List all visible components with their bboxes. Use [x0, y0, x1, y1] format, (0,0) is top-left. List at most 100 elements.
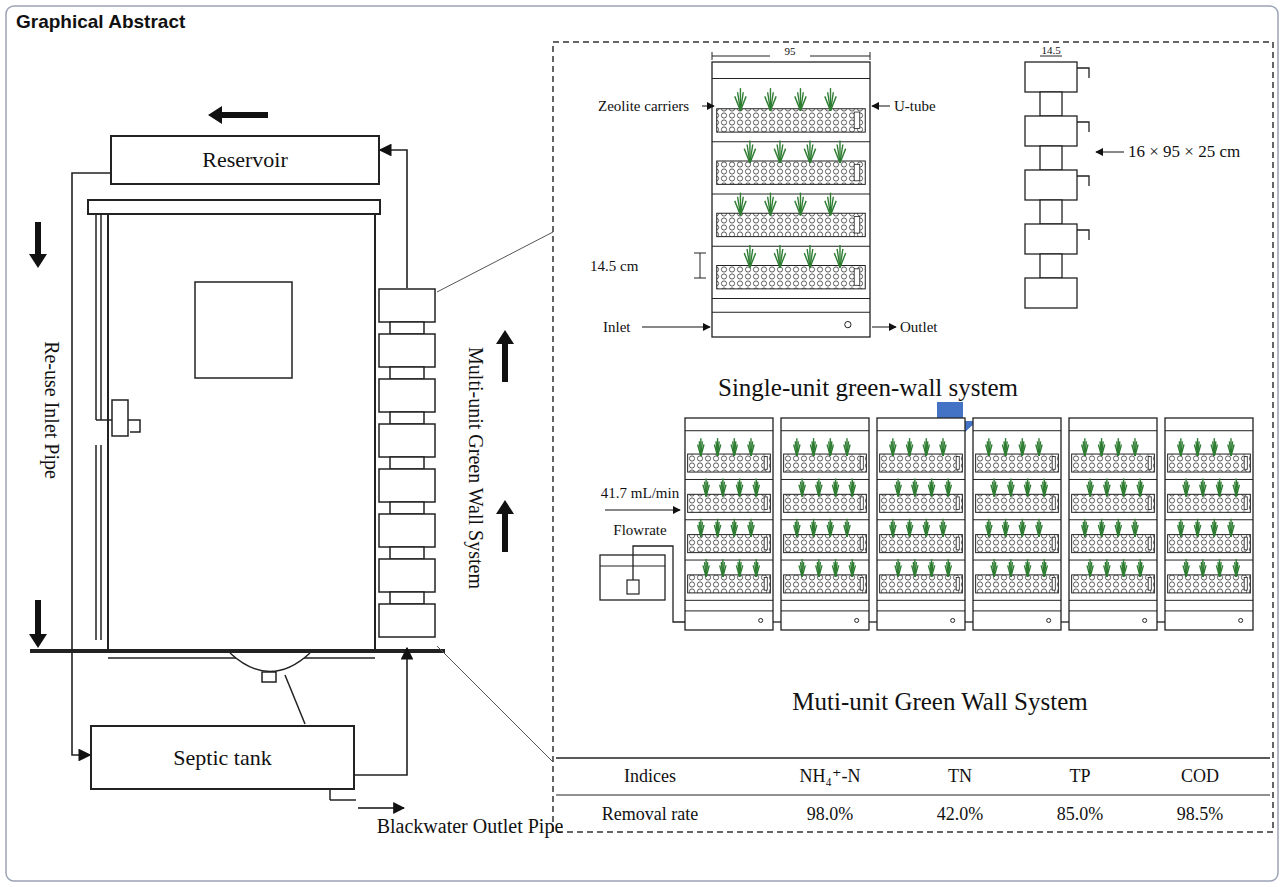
pipe-line	[800, 201, 806, 215]
tank-box: Septic tank	[90, 725, 355, 790]
trap	[262, 672, 276, 682]
u-tube	[1148, 457, 1151, 470]
table-cell: TN	[948, 767, 972, 787]
part-label: Re-use Inlet Pipe	[41, 341, 63, 479]
zeolite-tray	[1168, 535, 1251, 553]
u-tube	[860, 577, 863, 590]
pipe-line	[1011, 485, 1014, 497]
u-tube	[956, 577, 959, 590]
side-neck	[1040, 92, 1062, 116]
pipe-line	[877, 610, 965, 611]
pipe-line	[685, 430, 773, 431]
pipe-line	[898, 485, 901, 497]
u-tube	[1052, 537, 1055, 550]
feed-pipe	[633, 546, 685, 622]
overflow-pipe	[1077, 122, 1089, 132]
pipe-line	[869, 621, 877, 622]
pipe-line	[1135, 445, 1138, 457]
pipe-line	[1220, 485, 1223, 497]
pipe-line	[1069, 610, 1157, 611]
pipe-line	[734, 445, 737, 457]
pipe-line	[1203, 485, 1206, 497]
column-label: Multi-unit Green Wall System	[465, 347, 487, 589]
green-wall-unit	[685, 418, 773, 630]
pipe-line	[751, 525, 754, 537]
pipe-line	[1006, 445, 1009, 457]
green-wall-unit	[877, 418, 965, 630]
pipe-line	[1069, 600, 1157, 601]
toilet-cistern	[112, 400, 128, 436]
side-neck	[1040, 200, 1062, 224]
wall-neck	[390, 367, 424, 379]
pipe-line	[740, 201, 746, 215]
pipe-line	[802, 485, 805, 497]
wall-module	[379, 559, 435, 592]
pipe-line	[1198, 445, 1201, 457]
u-tube	[764, 537, 767, 550]
side-tray	[1025, 62, 1077, 92]
u-tube	[1052, 577, 1055, 590]
pipe-line	[877, 600, 965, 601]
pipe-line	[1181, 525, 1184, 537]
pipe-line	[751, 445, 754, 457]
pipe-line	[973, 479, 1061, 480]
flow-arrow	[496, 330, 514, 382]
zeolite-tray	[688, 535, 771, 553]
pipe-line	[1069, 560, 1157, 561]
side-tray	[1025, 170, 1077, 200]
pipe-line	[819, 565, 822, 577]
u-tube	[956, 537, 959, 550]
pipe-line	[973, 430, 1061, 431]
pipe-line	[1085, 525, 1088, 537]
pipe-line	[932, 485, 935, 497]
u-tube	[860, 537, 863, 550]
zeolite-tray	[1168, 454, 1251, 472]
zeolite-tray	[976, 535, 1059, 553]
zeolite-tray	[880, 454, 963, 472]
pipe-line	[95, 445, 97, 640]
flow-arrow	[208, 106, 268, 124]
pipe-line	[893, 445, 896, 457]
pipe-line	[605, 510, 680, 511]
pipe-line	[800, 96, 806, 110]
zeolite-tray	[717, 266, 866, 289]
toilet-bowl	[128, 420, 140, 432]
pipe-line	[329, 790, 331, 800]
zeolite-tray	[880, 494, 963, 512]
u-tube	[1052, 497, 1055, 510]
pipe-line	[781, 430, 869, 431]
pipe-line	[780, 253, 786, 267]
green-wall-unit	[1165, 418, 1253, 630]
pipe-line	[712, 312, 870, 313]
wall-module	[379, 289, 435, 322]
pipe-line	[712, 194, 870, 195]
pipe-line	[1011, 565, 1014, 577]
pipe-line	[910, 445, 913, 457]
wall-neck	[390, 457, 424, 469]
pipe-line	[1236, 565, 1239, 577]
box-label: Reservoir	[202, 147, 288, 173]
pipe-line	[685, 519, 773, 520]
pipe-line	[685, 610, 773, 611]
u-tube	[860, 497, 863, 510]
pipe-line	[1090, 565, 1093, 577]
pipe-line	[706, 565, 709, 577]
pipe-line	[781, 479, 869, 480]
table-cell: TP	[1069, 767, 1090, 787]
label-patch	[770, 44, 810, 58]
u-tube	[854, 217, 860, 234]
zeolite-tray	[1072, 494, 1155, 512]
overflow-pipe	[1077, 68, 1089, 78]
pipe-line	[701, 525, 704, 537]
pipe-line	[926, 445, 929, 457]
side-tray	[1025, 224, 1077, 254]
part-label: U-tube	[894, 98, 936, 115]
u-tube	[764, 497, 767, 510]
pipe-line	[830, 525, 833, 537]
pipe-line	[872, 327, 896, 328]
pipe-line	[797, 445, 800, 457]
pipe-line	[437, 232, 553, 292]
zeolite-tray	[1168, 575, 1251, 593]
pipe-line	[814, 525, 817, 537]
pipe-line	[989, 445, 992, 457]
